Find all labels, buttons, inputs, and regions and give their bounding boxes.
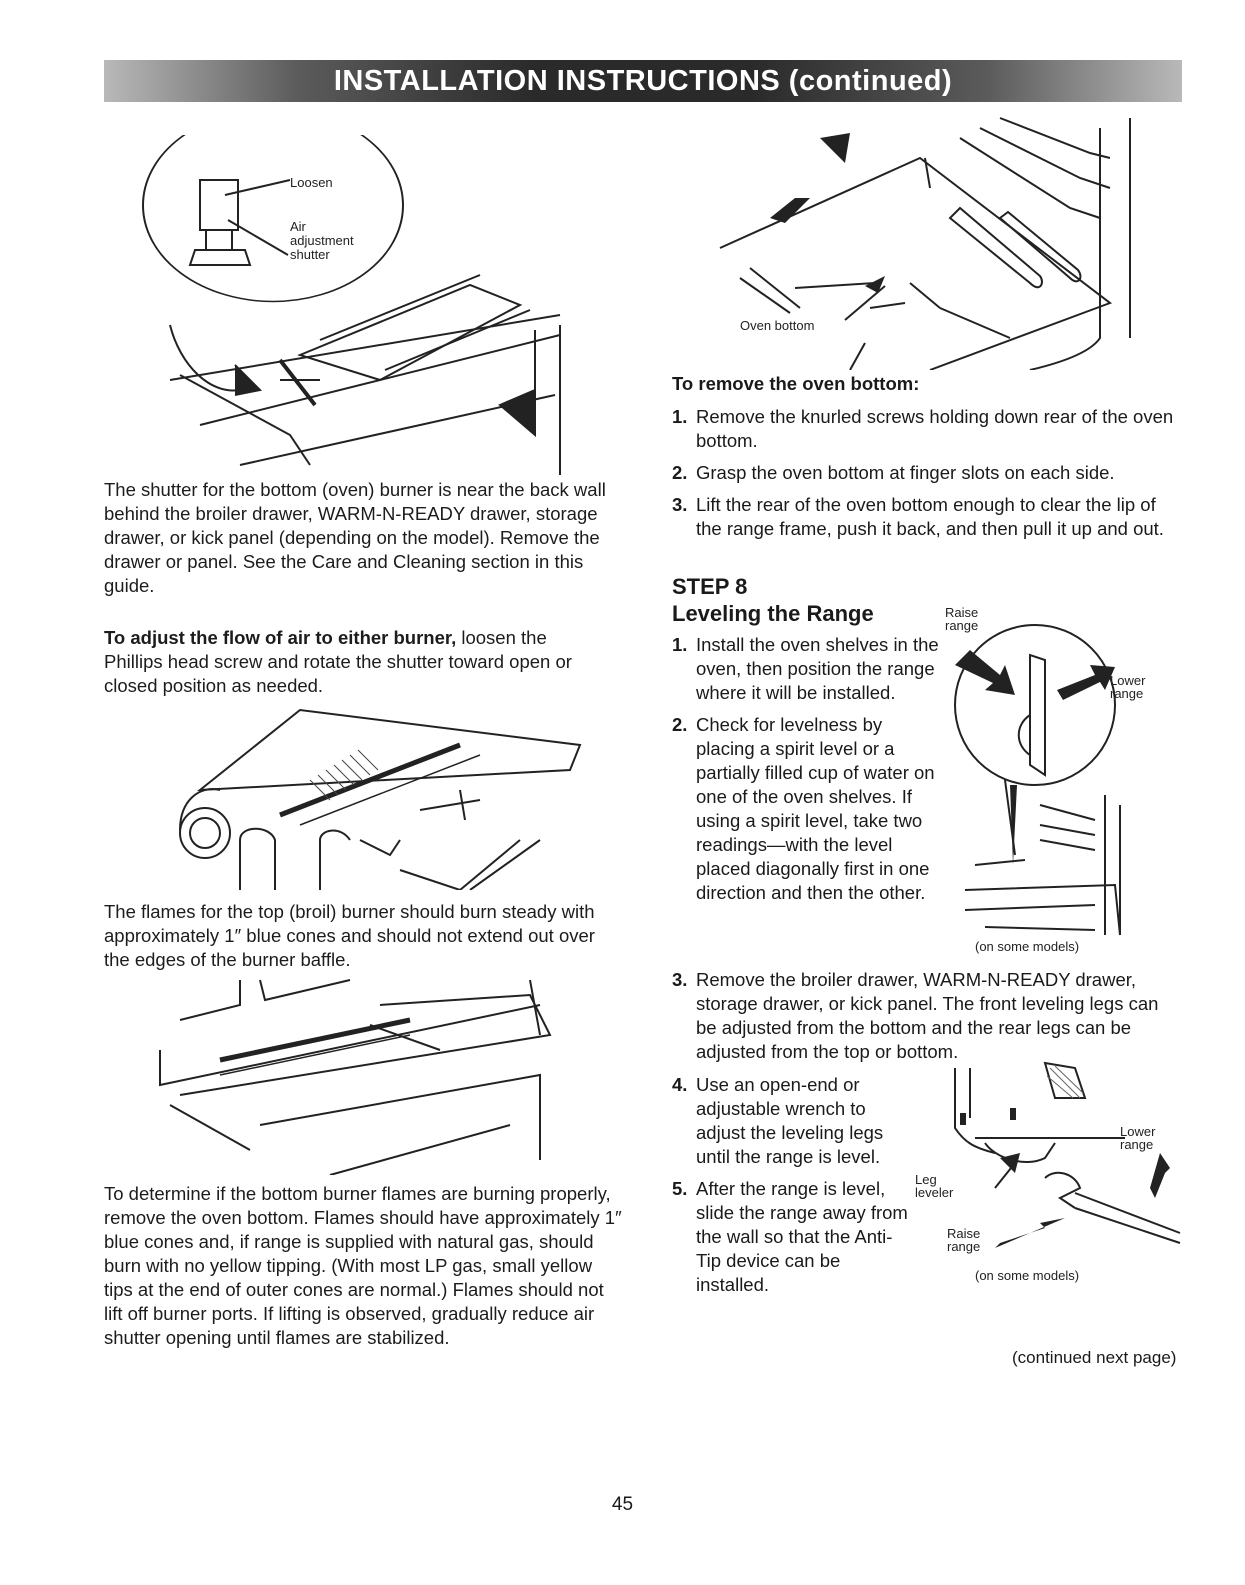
oven-bottom-label: Oven bottom (740, 318, 814, 333)
label-adjustment: adjustment (290, 233, 354, 248)
level-note: (on some models) (975, 939, 1079, 954)
level-step: 4.Use an open-end or adjustable wrench t… (672, 1074, 884, 1167)
label-loosen: Loosen (290, 175, 333, 190)
shutter-figure: Loosen Air adjustment shutter (140, 135, 580, 475)
level-lower-label: Lower (1110, 673, 1146, 688)
level-steps-c: 4.Use an open-end or adjustable wrench t… (672, 1073, 912, 1305)
remove-heading: To remove the oven bottom: (672, 373, 920, 394)
wrench-leg-label-2: leveler (915, 1185, 954, 1200)
label-air: Air (290, 219, 307, 234)
wrench-lower-label-2: range (1120, 1137, 1153, 1152)
level-raise-label-2: range (945, 618, 978, 633)
adjust-bold: To adjust the flow of air to either burn… (104, 627, 457, 648)
adjust-paragraph: To adjust the flow of air to either burn… (104, 626, 604, 698)
level-lower-label-2: range (1110, 686, 1143, 701)
remove-step: 2.Grasp the oven bottom at finger slots … (672, 462, 1115, 483)
top-flame-paragraph: The flames for the top (broil) burner sh… (104, 901, 595, 970)
label-shutter: shutter (290, 247, 330, 262)
bottom-burner-figure (150, 975, 560, 1175)
page-title: INSTALLATION INSTRUCTIONS (continued) (333, 64, 953, 97)
wrench-note: (on some models) (975, 1268, 1079, 1283)
remove-step: 3.Lift the rear of the oven bottom enoug… (672, 494, 1164, 539)
wrench-raise-label-2: range (947, 1239, 980, 1254)
remove-step: 1.Remove the knurled screws holding down… (672, 406, 1174, 451)
page-number: 45 (611, 1494, 634, 1515)
header-bar: INSTALLATION INSTRUCTIONS (continued) (104, 60, 1182, 102)
level-step: 2.Check for levelness by placing a spiri… (672, 714, 935, 903)
level-step: 5.After the range is level, slide the ra… (672, 1178, 908, 1295)
remove-steps: 1.Remove the knurled screws holding down… (672, 405, 1182, 549)
adjust-rest: loosen the Phillips head screw and rotat… (104, 627, 572, 696)
wrench-figure: Lower range Leg leveler Raise range (on … (915, 1058, 1185, 1288)
leveling-figure: Raise range Lower range (on some models) (945, 605, 1180, 955)
wrench-leg-label: Leg (915, 1172, 937, 1187)
level-steps-b: 3.Remove the broiler drawer, WARM-N-READ… (672, 968, 1177, 1072)
level-steps-a: 1.Install the oven shelves in the oven, … (672, 633, 942, 913)
bottom-flame-paragraph: To determine if the bottom burner flames… (104, 1183, 622, 1348)
level-step: 3.Remove the broiler drawer, WARM-N-READ… (672, 969, 1159, 1062)
continued-note: (continued next page) (1012, 1348, 1177, 1367)
step-label: STEP 8 (672, 574, 748, 599)
level-step: 1.Install the oven shelves in the oven, … (672, 634, 939, 703)
level-raise-label: Raise (945, 605, 978, 620)
shutter-paragraph: The shutter for the bottom (oven) burner… (104, 479, 606, 596)
oven-bottom-figure: Oven bottom (700, 108, 1160, 370)
wrench-lower-label: Lower (1120, 1124, 1156, 1139)
wrench-raise-label: Raise (947, 1226, 980, 1241)
broil-burner-figure (160, 690, 600, 890)
step-title: Leveling the Range (672, 601, 874, 626)
